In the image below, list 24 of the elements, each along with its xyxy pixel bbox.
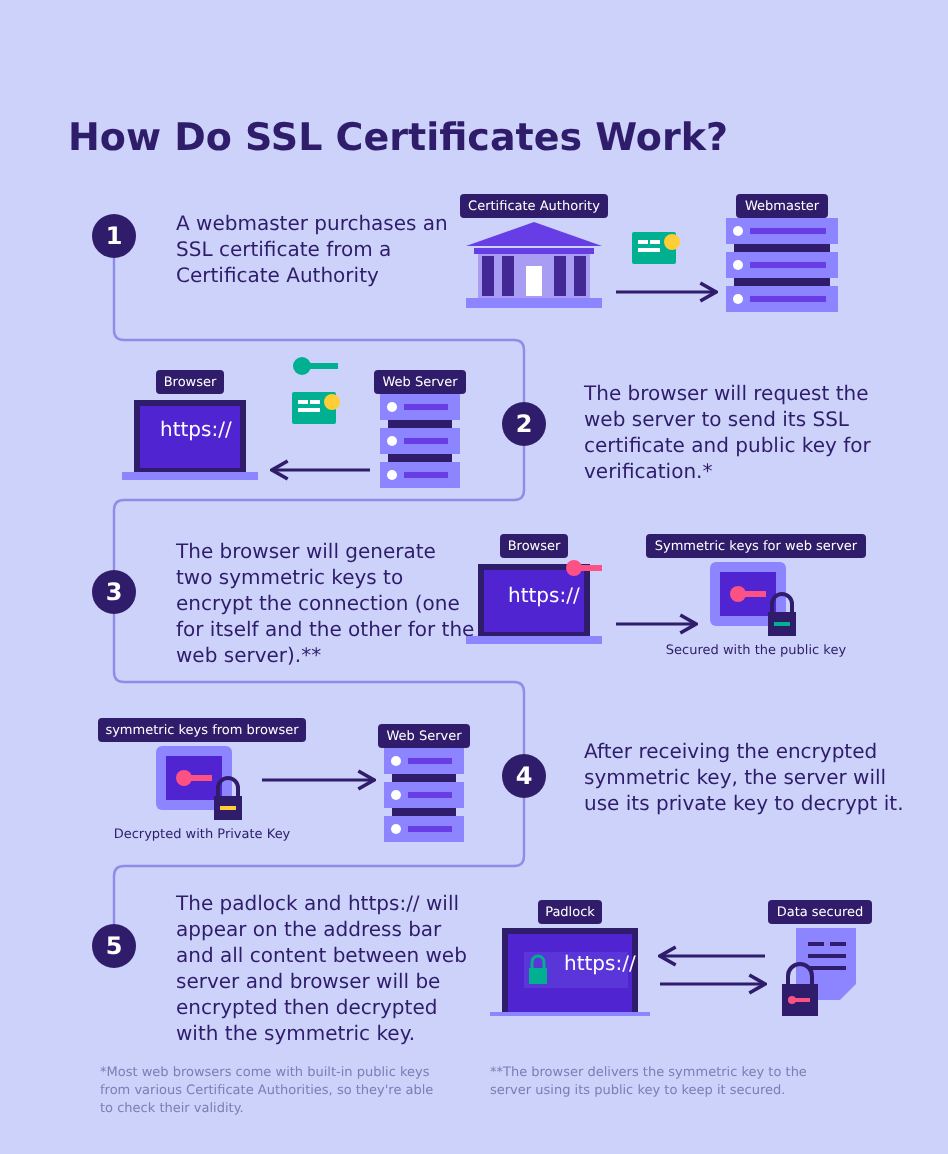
- page-title: How Do SSL Certificates Work?: [68, 116, 729, 160]
- step-number-badge: 2: [502, 402, 546, 446]
- step-number-badge: 5: [92, 924, 136, 968]
- step-description: The browser will request the web server to send its SSL certificate and public key for verification.*: [584, 382, 914, 486]
- timeline-line: [112, 446, 526, 570]
- timeline-line: [112, 614, 526, 754]
- timeline-line: [112, 798, 526, 924]
- step-description: After receiving the encrypted symmetric key, the server will use its private key to decrypt it.: [584, 740, 914, 818]
- screen-url-text: https://: [508, 586, 580, 610]
- step-description: The browser will generate two symmetric keys to encrypt the connection (one for itself and the other for the web server).**: [176, 540, 476, 670]
- screen-url-text: https://: [564, 954, 636, 978]
- step-description: The padlock and https:// will appear on the address bar and all content between web server and browser will be encrypted then decrypted with the symmetric key.: [176, 892, 476, 1048]
- arrow: [616, 613, 698, 635]
- arrow: [270, 459, 370, 481]
- step-number-badge: 3: [92, 570, 136, 614]
- arrow: [616, 281, 718, 303]
- step-description: A webmaster purchases an SSL certificate from a Certificate Authority: [176, 212, 476, 290]
- step-number-badge: 1: [92, 214, 136, 258]
- step-number-badge: 4: [502, 754, 546, 798]
- screen-url-text: https://: [160, 420, 232, 444]
- timeline-line: [112, 258, 526, 402]
- arrow: [262, 769, 376, 791]
- arrow: [658, 945, 765, 967]
- arrow: [660, 973, 767, 995]
